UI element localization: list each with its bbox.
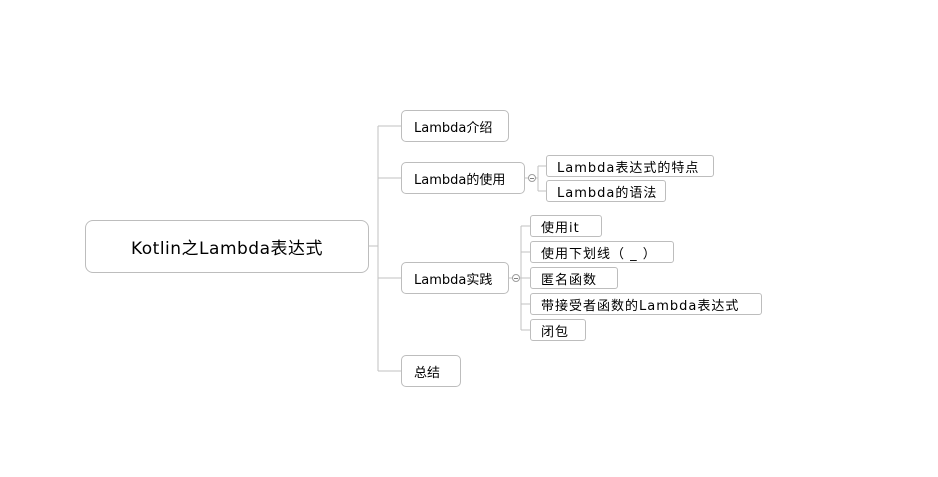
leaf-label: Lambda的语法 — [557, 185, 658, 201]
leaf-label: 匿名函数 — [541, 272, 598, 288]
leaf-node-closure[interactable]: 闭包 — [530, 319, 586, 341]
branch-label: Lambda介绍 — [414, 120, 493, 136]
leaf-node-receiver-lambda[interactable]: 带接受者函数的Lambda表达式 — [530, 293, 762, 315]
leaf-label: 带接受者函数的Lambda表达式 — [541, 298, 740, 314]
branch-label: 总结 — [414, 365, 441, 381]
branch-node-intro[interactable]: Lambda介绍 — [401, 110, 509, 142]
collapse-practice-icon[interactable] — [512, 274, 520, 282]
leaf-label: 闭包 — [541, 324, 570, 340]
branch-label: Lambda实践 — [414, 272, 493, 288]
branch-node-summary[interactable]: 总结 — [401, 355, 461, 387]
branch-label: Lambda的使用 — [414, 172, 506, 188]
leaf-node-anonymous-function[interactable]: 匿名函数 — [530, 267, 618, 289]
collapse-usage-icon[interactable] — [528, 174, 536, 182]
leaf-label: 使用下划线（ _ ） — [541, 246, 657, 262]
leaf-node-underscore[interactable]: 使用下划线（ _ ） — [530, 241, 674, 263]
leaf-node-syntax[interactable]: Lambda的语法 — [546, 180, 666, 202]
leaf-label: Lambda表达式的特点 — [557, 160, 700, 176]
branch-node-usage[interactable]: Lambda的使用 — [401, 162, 525, 194]
leaf-node-use-it[interactable]: 使用it — [530, 215, 602, 237]
branch-node-practice[interactable]: Lambda实践 — [401, 262, 509, 294]
root-node[interactable]: Kotlin之Lambda表达式 — [85, 220, 369, 273]
root-label: Kotlin之Lambda表达式 — [130, 239, 324, 259]
leaf-node-features[interactable]: Lambda表达式的特点 — [546, 155, 714, 177]
leaf-label: 使用it — [541, 220, 580, 236]
